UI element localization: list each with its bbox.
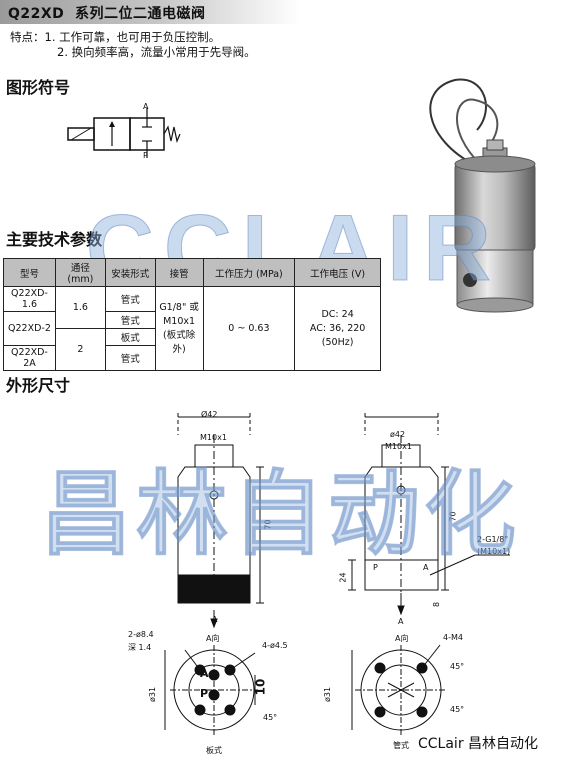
- valve-symbol: [67, 108, 181, 158]
- right-port-note-2: (M10x1): [477, 547, 511, 556]
- left-base-view: [164, 645, 258, 735]
- right-offset-label: 8: [432, 601, 442, 608]
- table-row: 2 板式: [4, 328, 381, 371]
- pressure-cell: 0 ~ 0.63: [202, 286, 296, 371]
- voltage-cell: DC: 24 AC: 36, 220 (50Hz): [294, 286, 381, 371]
- left-angle-label: 45°: [263, 713, 278, 722]
- table-row: Q22XD-1.6 1.6 管式 G1/8" 或 M10x1 (板式除外) 0 …: [3, 286, 381, 371]
- left-thread-label: M10x1: [200, 433, 227, 442]
- section-heading-specs: 主要技术参数: [6, 230, 103, 249]
- model-cell: Q22XD-1.6: [3, 286, 56, 312]
- pipe-cell: G1/8" 或 M10x1 (板式除外): [154, 286, 204, 371]
- right-base-view: [351, 644, 447, 735]
- voltage-line-3: (50Hz): [321, 336, 354, 348]
- right-caption: 管式: [393, 741, 409, 750]
- right-base-dia-label: ø31: [323, 686, 333, 703]
- spec-table-header: 型号 通径(mm) 安装形式 接管 工作压力 (MPa) 工作电压 (V): [3, 258, 381, 287]
- right-view-label: A向: [395, 634, 409, 643]
- left-spacing-label: 10: [253, 678, 268, 696]
- dimension-drawings: [164, 413, 510, 735]
- left-body-outline: [177, 413, 264, 629]
- right-port-a: A: [423, 563, 429, 572]
- left-holes-label: 2-ø8.4: [128, 630, 154, 639]
- symbol-label-a: A: [143, 102, 149, 111]
- right-arrow-label: A: [398, 617, 404, 626]
- product-photo: [429, 78, 536, 313]
- right-body-outline: [348, 413, 510, 616]
- left-bolts-label: 4-ø4.5: [262, 641, 288, 650]
- spec-table: 型号 通径(mm) 安装形式 接管 工作压力 (MPa) 工作电压 (V) Q2…: [3, 258, 381, 371]
- left-depth-label: 深 1.4: [128, 643, 152, 652]
- right-port-note-1: 2-G1/8": [477, 535, 509, 544]
- feature-item-2: 2. 换向频率高，流量小常用于先导阀。: [57, 45, 256, 59]
- title-bar: Q22XD 系列二位二通电磁阀: [0, 0, 583, 24]
- spec-header-pressure: 工作压力 (MPa): [202, 258, 296, 287]
- left-port-a: A: [200, 667, 209, 680]
- model-cell: Q22XD-2A: [3, 345, 56, 371]
- spec-header-voltage: 工作电压 (V): [294, 258, 381, 287]
- left-arrow-label: A: [212, 615, 218, 624]
- table-row: Q22XD-2A 管式: [3, 345, 381, 371]
- feature-item-1: 1. 工作可靠，也可用于负压控制。: [44, 30, 221, 44]
- left-view-label: A向: [206, 634, 220, 643]
- right-angle-1: 45°: [450, 662, 465, 671]
- title-gradient: [0, 0, 300, 24]
- left-dia-label: Ø42: [201, 410, 218, 419]
- right-base-h-label: 24: [338, 572, 348, 583]
- spec-header-model: 型号: [3, 258, 56, 287]
- table-row: Q22XD-2 管式: [3, 311, 381, 346]
- right-port-p: P: [373, 563, 378, 572]
- mount-cell: 管式: [104, 286, 156, 312]
- spec-header-bore: 通径(mm): [54, 258, 106, 287]
- bore-cell: 1.6: [54, 286, 106, 329]
- pipe-line-1: G1/8" 或: [159, 301, 199, 313]
- right-angle-2: 45°: [450, 705, 465, 714]
- pipe-line-3: (板式除外): [162, 329, 196, 355]
- section-heading-dimensions: 外形尺寸: [6, 376, 71, 395]
- pipe-line-2: M10x1: [163, 315, 196, 327]
- right-thread-label: M10x1: [385, 442, 412, 451]
- right-dia-label: ø42: [390, 430, 406, 439]
- left-base-dia-label: ø31: [148, 686, 158, 703]
- mount-cell: 板式: [104, 328, 156, 346]
- features-lead: 特点：: [10, 30, 45, 44]
- left-port-p: P: [200, 687, 209, 700]
- bore-cell: 2: [54, 328, 106, 371]
- watermark-chinese: 昌林自动化: [39, 461, 521, 569]
- features-block: 特点：1. 工作可靠，也可用于负压控制。: [10, 30, 220, 45]
- left-caption: 板式: [206, 746, 222, 755]
- spec-header-pipe: 接管: [154, 258, 204, 287]
- model-cell: Q22XD-2: [3, 311, 56, 346]
- symbol-label-p: P: [143, 151, 148, 160]
- mount-cell: 管式: [104, 345, 156, 371]
- right-bolts-label: 4-M4: [443, 633, 463, 642]
- footer-brand: CCLair 昌林自动化: [418, 736, 539, 752]
- section-heading-symbol: 图形符号: [6, 78, 71, 97]
- voltage-line-1: DC: 24: [321, 308, 354, 320]
- mount-cell: 管式: [104, 311, 156, 329]
- spec-header-mount: 安装形式: [104, 258, 156, 287]
- page-title: Q22XD 系列二位二通电磁阀: [8, 6, 206, 22]
- voltage-line-2: AC: 36, 220: [309, 322, 366, 334]
